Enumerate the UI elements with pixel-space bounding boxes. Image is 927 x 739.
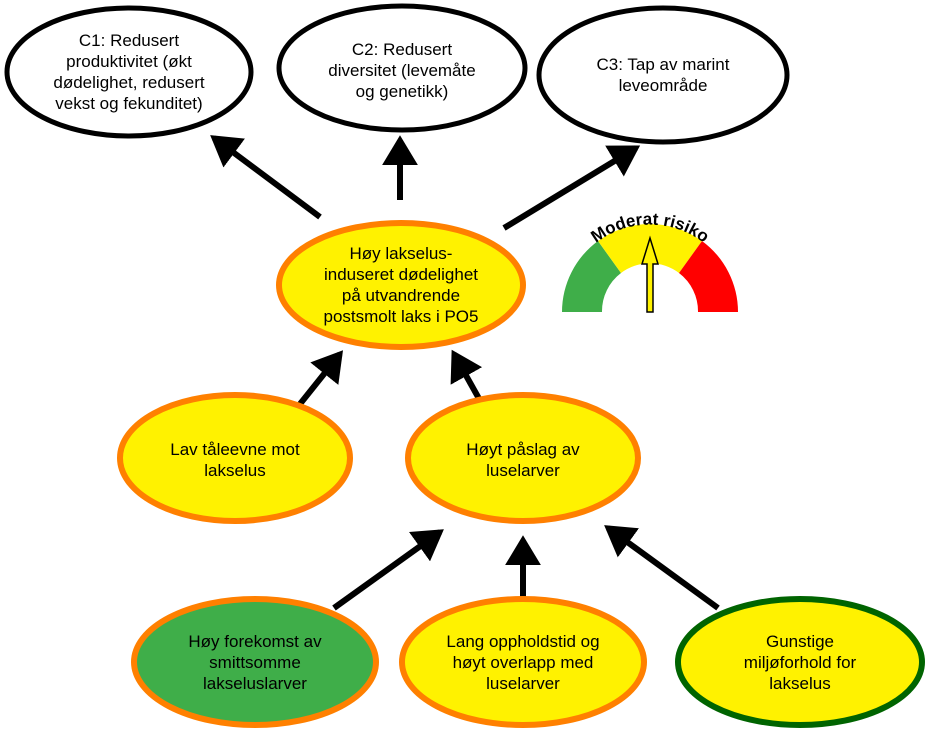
- miljo-line: Gunstige: [765, 631, 835, 651]
- oppholdstid-line: Lang oppholdstid og: [446, 631, 600, 651]
- arrow-forekomst-to-paslag: [332, 529, 444, 611]
- node-c3-text: C3: Tap av marint leveområde: [552, 30, 774, 120]
- c3-line: C3: Tap av marint: [596, 55, 730, 74]
- c1-line: vekst og fekunditet): [55, 94, 203, 113]
- c2-line: diversitet (levemåte: [328, 60, 476, 80]
- central-line: induseret dødelighet: [323, 265, 479, 284]
- node-central: [276, 220, 526, 350]
- central-line: på utvandrende: [341, 286, 461, 305]
- oppholdstid-line: høyt overlapp med: [452, 652, 594, 672]
- node-miljo: [675, 596, 925, 728]
- c1-line: C1: Redusert: [78, 31, 180, 50]
- node-c3: [536, 5, 790, 145]
- c2-line: og genetikk): [355, 81, 449, 101]
- node-central-text: Høy lakselus- induseret dødelighet på ut…: [290, 235, 512, 335]
- arrow-paslag-to-central: [450, 349, 485, 406]
- miljo-line: miljøforhold for: [743, 652, 857, 672]
- node-taleevne: [117, 392, 353, 524]
- arrow-miljo-to-paslag: [604, 525, 720, 611]
- c1-line: dødelighet, redusert: [53, 73, 205, 92]
- gauge-segment-high: [679, 241, 738, 312]
- c1-line: produktivitet (økt: [66, 52, 192, 71]
- node-oppholdstid-text: Lang oppholdstid og høyt overlapp med lu…: [412, 620, 634, 704]
- node-forekomst-text: Høy forekomst av smittsomme lakseluslarv…: [150, 620, 360, 704]
- paslag-line: luselarver: [486, 461, 560, 480]
- node-c1-text: C1: Redusert produktivitet (økt dødeligh…: [20, 20, 238, 124]
- node-forekomst: [131, 596, 379, 728]
- c3-line: leveområde: [618, 76, 708, 95]
- forekomst-line: smittsomme: [209, 652, 301, 672]
- c2-line: C2: Redusert: [351, 39, 453, 59]
- edges: [210, 135, 720, 611]
- forekomst-line: lakseluslarver: [203, 673, 307, 693]
- node-paslag-text: Høyt påslag av luselarver: [418, 420, 628, 500]
- paslag-line: Høyt påslag av: [466, 440, 580, 459]
- taleevne-line: Lav tåleevne mot: [170, 440, 300, 459]
- node-paslag: [405, 392, 641, 524]
- miljo-line: lakselus: [769, 673, 831, 693]
- node-miljo-text: Gunstige miljøforhold for lakselus: [695, 620, 905, 704]
- arrow-central-to-c3: [502, 145, 641, 231]
- oppholdstid-line: luselarver: [486, 673, 560, 693]
- central-line: Høy lakselus-: [349, 244, 453, 263]
- gauge-pointer-arrow: [640, 235, 660, 313]
- node-c2-text: C2: Redusert diversitet (levemåte og gen…: [290, 20, 514, 120]
- central-line: postsmolt laks i PO5: [323, 307, 479, 326]
- node-c1: [4, 5, 254, 139]
- arrow-taleevne-to-central: [297, 350, 343, 406]
- arrow-central-to-c1: [210, 135, 322, 220]
- forekomst-line: Høy forekomst av: [188, 631, 322, 651]
- risk-gauge: Moderat risiko: [562, 209, 738, 313]
- node-c2: [276, 3, 528, 133]
- taleevne-line: lakselus: [204, 461, 266, 480]
- node-taleevne-text: Lav tåleevne mot lakselus: [130, 420, 340, 500]
- gauge-segment-low: [562, 241, 621, 312]
- node-oppholdstid: [399, 596, 647, 728]
